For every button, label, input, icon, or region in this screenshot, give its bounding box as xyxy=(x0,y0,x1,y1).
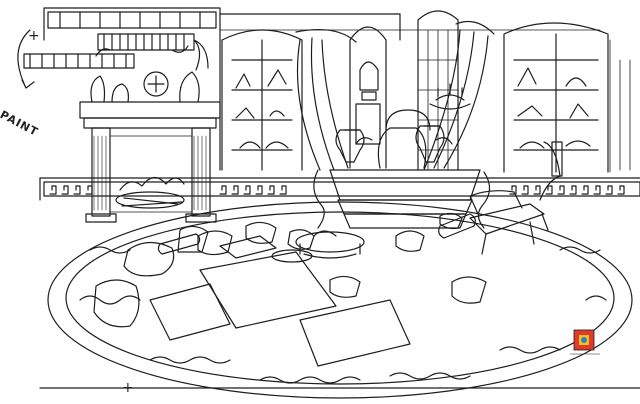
scroll xyxy=(157,213,476,255)
frame-lines xyxy=(39,177,640,389)
greek-key-band xyxy=(43,181,640,197)
left-curtain xyxy=(295,28,357,171)
studio-stamp-logo xyxy=(570,329,600,355)
low-tables xyxy=(271,230,365,263)
left-window xyxy=(221,29,303,171)
registration-mark-bottom: + xyxy=(122,380,135,396)
round-rug xyxy=(47,201,633,399)
throne-dais xyxy=(313,109,491,229)
registration-mark-top: + xyxy=(28,28,41,44)
fireplace xyxy=(79,101,221,223)
floor-cushions xyxy=(93,212,487,328)
chandelier xyxy=(429,83,471,110)
vases xyxy=(335,125,445,163)
right-chaise xyxy=(469,141,563,255)
right-window xyxy=(503,22,631,173)
floor-rugs xyxy=(149,235,411,367)
right-curtain xyxy=(423,21,495,171)
margin-key-strip xyxy=(17,29,135,89)
